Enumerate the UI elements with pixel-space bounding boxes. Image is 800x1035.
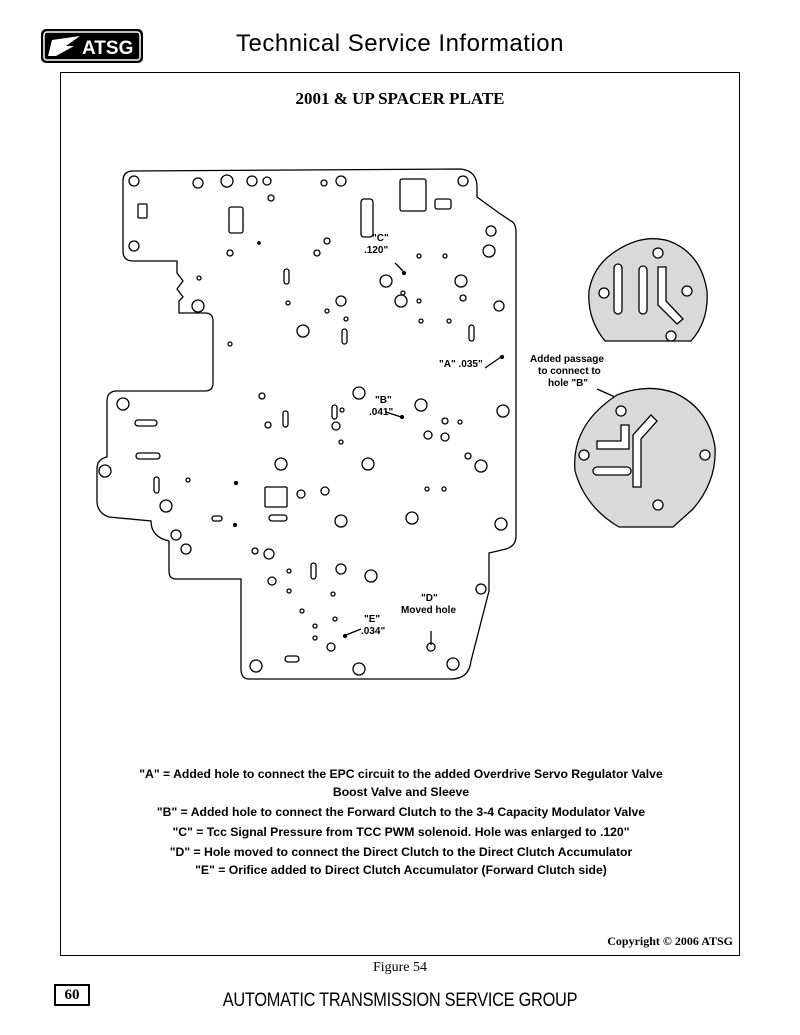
bolt-hole	[352, 386, 366, 400]
bolt-hole	[335, 563, 347, 575]
bolt-hole	[191, 299, 205, 313]
bolt-hole	[364, 569, 378, 583]
bolt-hole	[267, 576, 277, 586]
plate-slot	[468, 324, 475, 342]
label-d: "D"	[421, 593, 438, 604]
bolt-hole	[494, 517, 508, 531]
bolt-hole	[220, 174, 234, 188]
bolt-hole	[159, 499, 173, 513]
bolt-hole	[331, 421, 341, 431]
plate-slot	[264, 486, 288, 508]
bolt-hole	[485, 225, 497, 237]
bolt-hole	[446, 657, 460, 671]
bolt-hole	[334, 514, 348, 528]
bolt-hole	[296, 489, 306, 499]
detail-view-upper	[588, 238, 708, 342]
plate-slot	[268, 514, 288, 522]
plate-slot	[434, 198, 452, 210]
bolt-hole	[493, 300, 505, 312]
bolt-hole	[496, 404, 510, 418]
bolt-hole	[352, 662, 366, 676]
bolt-hole	[326, 642, 336, 652]
plate-slot	[137, 203, 148, 219]
plate-outline	[96, 168, 517, 680]
bolt-hole	[262, 176, 272, 186]
plate-slot	[283, 268, 290, 285]
logo-text: ATSG	[82, 38, 133, 59]
label-a: "A" .035"	[439, 359, 483, 370]
legend-a-line-2: Boost Valve and Sleeve	[332, 785, 470, 799]
label-c: "C"	[372, 233, 389, 244]
added-passage-line-2: to connect to	[538, 366, 601, 377]
bolt-hole	[335, 175, 347, 187]
plate-slot	[228, 206, 244, 234]
bolt-hole	[128, 175, 140, 187]
page-number: 60	[54, 984, 90, 1006]
bolt-hole	[482, 244, 496, 258]
bolt-hole	[457, 175, 469, 187]
bolt-hole	[474, 459, 488, 473]
bolt-hole	[98, 464, 112, 478]
plate-slot	[211, 515, 223, 522]
label-e-size: .034"	[361, 626, 385, 637]
plate-slot	[282, 410, 289, 428]
figure-frame: 2001 & UP SPACER PLATE	[60, 72, 740, 956]
spacer-plate-diagram: "C" .120" "A" .035" "B" .041" "D" Moved …	[96, 168, 716, 680]
legend-d: "D" = Hole moved to connect the Direct C…	[169, 845, 633, 859]
legend-a-line-1: "A" = Added hole to connect the EPC circ…	[139, 767, 663, 781]
diagram-title: 2001 & UP SPACER PLATE	[295, 89, 505, 108]
bolt-hole	[180, 543, 192, 555]
bolt-hole	[320, 486, 330, 496]
bolt-hole	[296, 324, 310, 338]
bolt-hole	[440, 432, 450, 442]
plate-slot	[360, 198, 374, 238]
label-e: "E"	[364, 614, 380, 625]
bolt-hole	[405, 511, 419, 525]
bolt-hole	[128, 240, 140, 252]
label-b-size: .041"	[369, 407, 393, 418]
bolt-hole	[379, 274, 393, 288]
plate-slot	[310, 562, 317, 580]
plate-slot	[284, 655, 300, 663]
bolt-hole	[414, 398, 428, 412]
atsg-logo: ATSG	[40, 28, 144, 64]
plate-slot	[135, 452, 161, 460]
bolt-hole	[335, 295, 347, 307]
added-passage-line-1: Added passage	[530, 354, 604, 365]
bolt-hole	[170, 529, 182, 541]
added-passage-line-3: hole "B"	[548, 378, 588, 389]
legend-c: "C" = Tcc Signal Pressure from TCC PWM s…	[172, 825, 630, 839]
label-b: "B"	[375, 395, 392, 406]
bolt-hole	[475, 583, 487, 595]
bolt-hole	[116, 397, 130, 411]
legend-e: "E" = Orifice added to Direct Clutch Acc…	[195, 863, 607, 877]
figure-caption: Figure 54	[372, 960, 428, 975]
plate-slot	[134, 419, 158, 427]
bolt-hole	[361, 457, 375, 471]
page-header-title: Technical Service Information	[236, 30, 564, 57]
bolt-hole	[274, 457, 288, 471]
plate-slot	[153, 476, 160, 494]
detail-view-lower	[574, 387, 716, 528]
page-footer: AUTOMATIC TRANSMISSION SERVICE GROUP	[222, 990, 578, 1011]
eagle-icon	[48, 36, 80, 56]
plate-slot	[399, 178, 427, 212]
legend: "A" = Added hole to connect the EPC circ…	[91, 765, 711, 879]
legend-b: "B" = Added hole to connect the Forward …	[156, 805, 646, 819]
bolt-hole	[441, 417, 449, 425]
bolt-hole	[454, 274, 468, 288]
label-d-text: Moved hole	[401, 605, 456, 616]
bolt-hole	[192, 177, 204, 189]
bolt-hole	[394, 294, 408, 308]
label-c-size: .120"	[364, 245, 388, 256]
bolt-hole	[423, 430, 433, 440]
bolt-hole	[249, 659, 263, 673]
plate-slot	[331, 404, 338, 420]
copyright: Copyright © 2006 ATSG	[607, 934, 733, 948]
bolt-hole	[263, 548, 275, 560]
bolt-hole	[246, 175, 258, 187]
plate-slot	[341, 328, 348, 345]
